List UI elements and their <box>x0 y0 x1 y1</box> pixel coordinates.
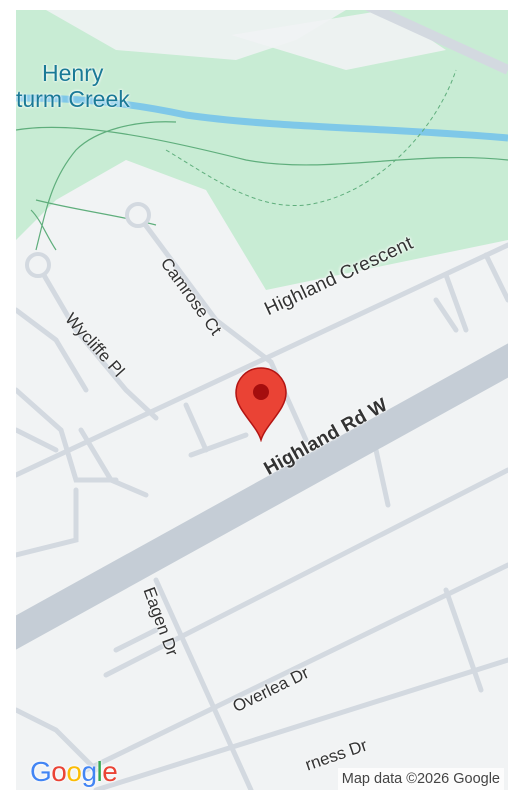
water-label: Henry turm Creek <box>16 60 186 112</box>
trail <box>35 121 177 251</box>
map-attribution[interactable]: Map data ©2026 Google <box>337 768 504 790</box>
highland-rd-w-road <box>16 343 508 650</box>
creek <box>16 94 508 142</box>
water-label-line1: Henry <box>42 60 104 86</box>
cul-de-sac <box>25 252 51 278</box>
trail <box>16 126 508 166</box>
park-clearing-2 <box>231 10 446 70</box>
park-clearing <box>46 10 346 60</box>
road <box>364 10 508 75</box>
park-area <box>16 10 508 290</box>
minor-roads <box>16 212 508 790</box>
map-graphics <box>16 10 508 790</box>
google-logo[interactable]: Google <box>30 756 118 787</box>
cul-de-sac <box>125 202 151 228</box>
map-canvas[interactable]: Henry turm Creek Highland Crescent Highl… <box>16 10 508 790</box>
water-label-line2: turm Creek <box>16 86 130 112</box>
location-pin-icon[interactable] <box>234 366 288 442</box>
trail <box>30 209 57 251</box>
